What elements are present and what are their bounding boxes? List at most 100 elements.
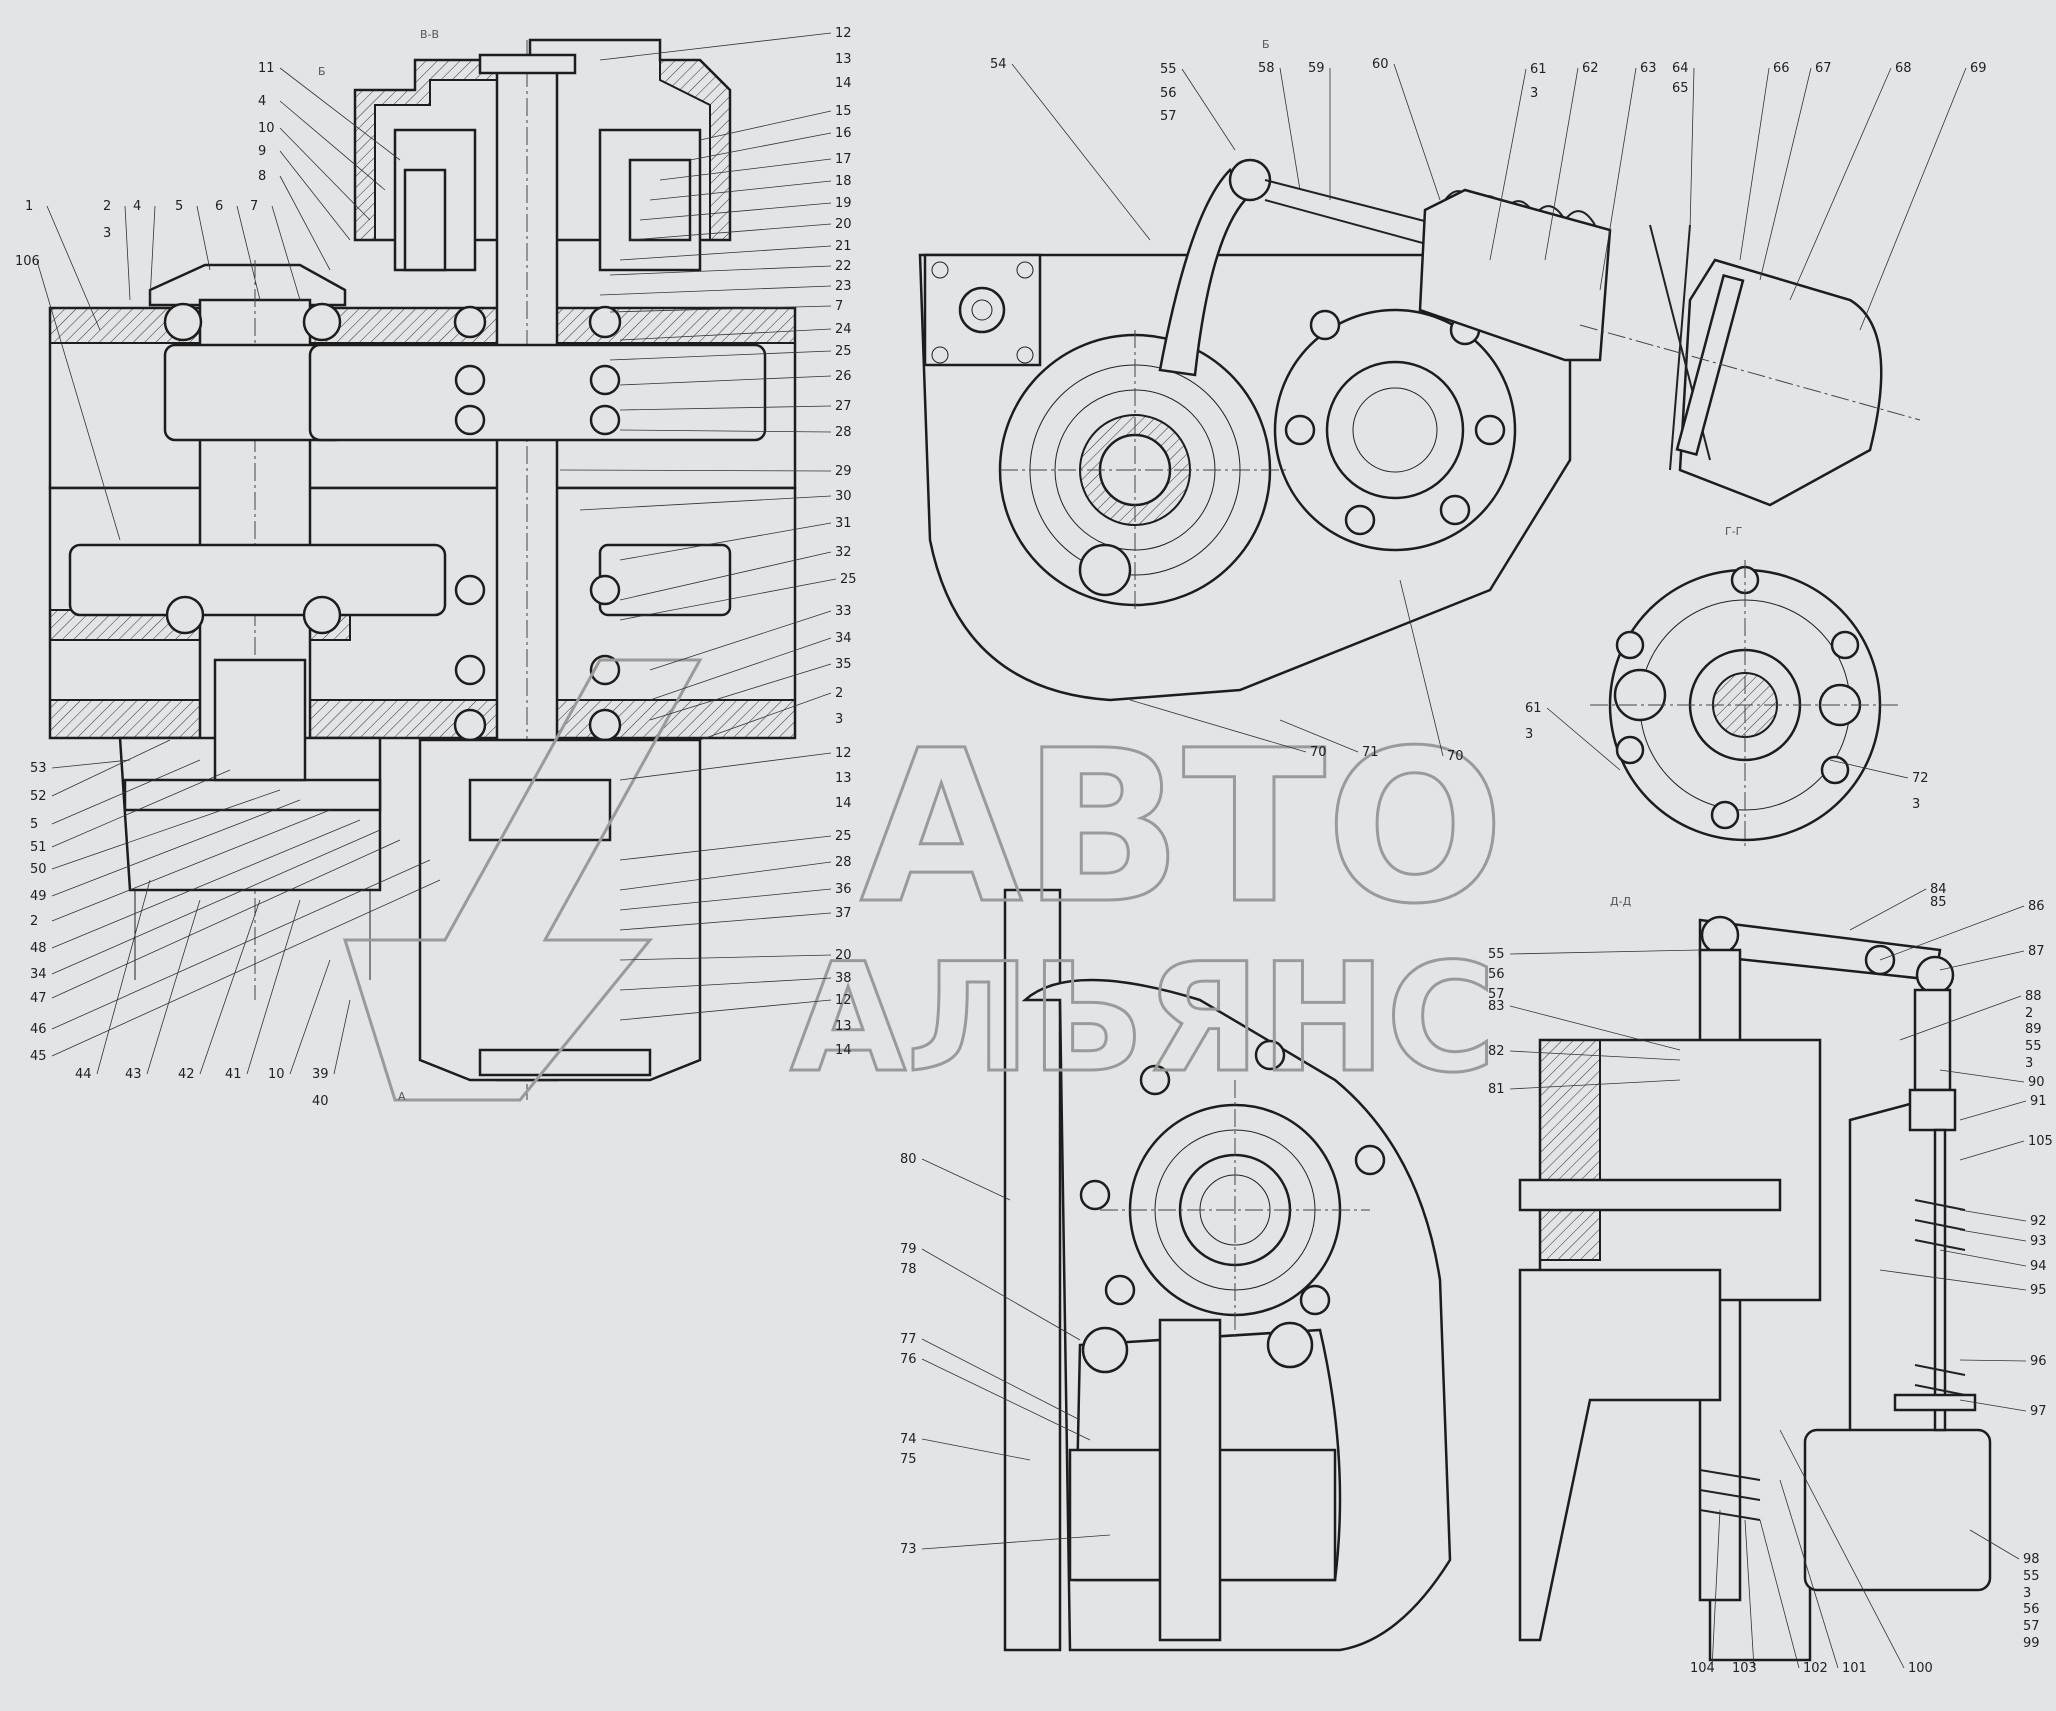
callout-3: 3 (2025, 1056, 2033, 1071)
leader-60 (1393, 63, 1441, 201)
callout-4: 4 (258, 94, 266, 109)
leader-44 (96, 879, 151, 1075)
callout-25: 25 (835, 829, 852, 844)
callout-15: 15 (835, 104, 852, 119)
callout-47: 47 (30, 991, 47, 1006)
leader-2 (51, 809, 331, 922)
callout-19: 19 (835, 196, 852, 211)
callout-80: 80 (900, 1152, 917, 1167)
leader-103 (1744, 1519, 1755, 1669)
callout-24: 24 (835, 322, 852, 337)
callout-96: 96 (2030, 1354, 2047, 1369)
callout-31: 31 (835, 516, 852, 531)
callout-57: 57 (2023, 1619, 2040, 1634)
callout-10: 10 (258, 121, 275, 136)
leader-45 (51, 879, 441, 1057)
callout-61: 61 (1525, 701, 1542, 716)
gear-upper-right (308, 343, 767, 442)
callout-23: 23 (835, 279, 852, 294)
leader-41 (246, 899, 301, 1075)
callout-33: 33 (835, 604, 852, 619)
callout-71: 71 (1362, 745, 1379, 760)
leader-98 (1969, 1529, 2020, 1560)
leader-77 (921, 1338, 1081, 1421)
callout-44: 44 (75, 1067, 92, 1082)
leader-105 (1959, 1140, 2025, 1161)
leader-46 (51, 859, 431, 1030)
callout-3: 3 (1530, 86, 1538, 101)
leader-71 (1279, 719, 1359, 753)
leader-27 (619, 405, 832, 411)
leader-10 (279, 127, 371, 221)
leader-1 (46, 205, 101, 331)
callout-49: 49 (30, 889, 47, 904)
callout-2: 2 (103, 199, 111, 214)
callout-36: 36 (835, 882, 852, 897)
leader-2 (124, 205, 131, 301)
watermark-logo (342, 658, 703, 1102)
callout-83: 83 (1488, 999, 1505, 1014)
caption-gg: Г-Г (1725, 525, 1743, 538)
leader-12 (619, 752, 832, 781)
callout-41: 41 (225, 1067, 242, 1082)
callout-97: 97 (2030, 1404, 2047, 1419)
leader-6 (236, 205, 261, 301)
leader-70 (1129, 699, 1307, 753)
leader-24 (619, 328, 832, 341)
leader-19 (639, 202, 832, 221)
leader-10 (289, 959, 331, 1075)
leader-83 (1509, 1005, 1681, 1051)
callout-1: 1 (25, 199, 33, 214)
callout-27: 27 (835, 399, 852, 414)
callout-13: 13 (835, 771, 852, 786)
leader-102 (1759, 1519, 1800, 1669)
callout-20: 20 (835, 217, 852, 232)
callout-6: 6 (215, 199, 223, 214)
leader-7 (609, 305, 832, 313)
leader-63 (1599, 67, 1637, 291)
callout-60: 60 (1372, 57, 1389, 72)
callout-2: 2 (835, 686, 843, 701)
callout-57: 57 (1160, 109, 1177, 124)
leader-47 (51, 839, 401, 999)
callout-34: 34 (30, 967, 47, 982)
callout-37: 37 (835, 906, 852, 921)
callout-95: 95 (2030, 1283, 2047, 1298)
callout-70: 70 (1447, 749, 1464, 764)
leader-72 (1829, 759, 1909, 779)
leader-42 (199, 899, 261, 1075)
callout-21: 21 (835, 239, 852, 254)
callout-53: 53 (30, 761, 47, 776)
leader-34 (649, 637, 832, 701)
leader-37 (619, 912, 832, 931)
leader-4 (149, 205, 156, 301)
callout-8: 8 (258, 169, 266, 184)
leader-2 (699, 692, 832, 741)
callout-65: 65 (1672, 81, 1689, 96)
watermark-line2: АЛЬЯНС (790, 932, 1496, 1106)
caption-b-top: Б (1262, 38, 1270, 51)
caption-b-arrow: Б (318, 65, 326, 78)
callout-86: 86 (2028, 899, 2045, 914)
callout-12: 12 (835, 993, 852, 1008)
leader-68 (1789, 67, 1892, 301)
leader-48 (51, 819, 361, 949)
callout-51: 51 (30, 840, 47, 855)
gear-lower-right (598, 543, 732, 617)
leader-21 (619, 245, 832, 261)
callout-81: 81 (1488, 1082, 1505, 1097)
callout-74: 74 (900, 1432, 917, 1447)
callout-25: 25 (835, 344, 852, 359)
leader-25 (609, 350, 832, 361)
callout-46: 46 (30, 1022, 47, 1037)
leader-26 (619, 375, 832, 386)
leader-70 (1399, 579, 1444, 757)
leader-29 (559, 469, 832, 472)
callout-7: 7 (250, 199, 258, 214)
callout-7: 7 (835, 299, 843, 314)
leader-86 (1879, 905, 2025, 961)
view-dd (1518, 915, 1992, 1662)
leader-80 (921, 1158, 1011, 1201)
leader-88 (1899, 995, 2022, 1041)
leader-20 (629, 223, 832, 241)
